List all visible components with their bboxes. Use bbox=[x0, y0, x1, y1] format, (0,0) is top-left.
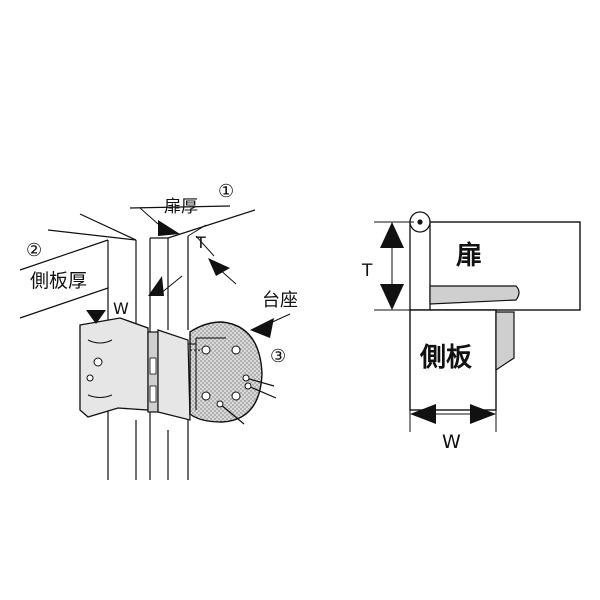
t-dimension bbox=[374, 221, 414, 311]
door-thickness-arrow bbox=[158, 220, 180, 236]
screws bbox=[216, 374, 277, 425]
marker-3: ③ bbox=[270, 346, 286, 367]
side-panel-board bbox=[19, 213, 137, 480]
w-label-left: W bbox=[113, 299, 129, 318]
w-dimension bbox=[409, 402, 497, 432]
door-label: 扉 bbox=[456, 241, 482, 271]
t-label-left: T bbox=[195, 233, 206, 252]
marker-2: ② bbox=[26, 240, 42, 261]
t-arrow bbox=[208, 258, 230, 276]
base-label: 台座 bbox=[262, 290, 298, 311]
left-perspective-illustration: 扉厚 ① ② 側板厚 T W 台座 ③ bbox=[19, 181, 298, 480]
w-up-arrow bbox=[148, 276, 164, 296]
side-panel-label: 側板 bbox=[419, 343, 472, 373]
marker-1: ① bbox=[218, 181, 234, 202]
door-board bbox=[129, 205, 256, 480]
hinge-leaf-door bbox=[157, 329, 191, 421]
base-arrow bbox=[250, 318, 274, 338]
hinge-knuckle bbox=[147, 331, 159, 413]
side-bracket bbox=[495, 311, 515, 372]
right-cross-section: 扉 側板 T W bbox=[361, 211, 581, 453]
hinge-plate-section bbox=[429, 285, 520, 305]
hinge-pin bbox=[409, 211, 431, 311]
side-thickness-arrow bbox=[86, 310, 106, 324]
w-label-right: W bbox=[442, 431, 461, 453]
base-plate bbox=[189, 321, 263, 423]
t-label-right: T bbox=[361, 261, 373, 281]
hinge-leaf-side bbox=[79, 317, 149, 418]
door-thickness-label: 扉厚 bbox=[164, 197, 198, 217]
side-panel-section bbox=[409, 309, 497, 411]
side-panel-thickness-label: 側板厚 bbox=[30, 270, 87, 292]
